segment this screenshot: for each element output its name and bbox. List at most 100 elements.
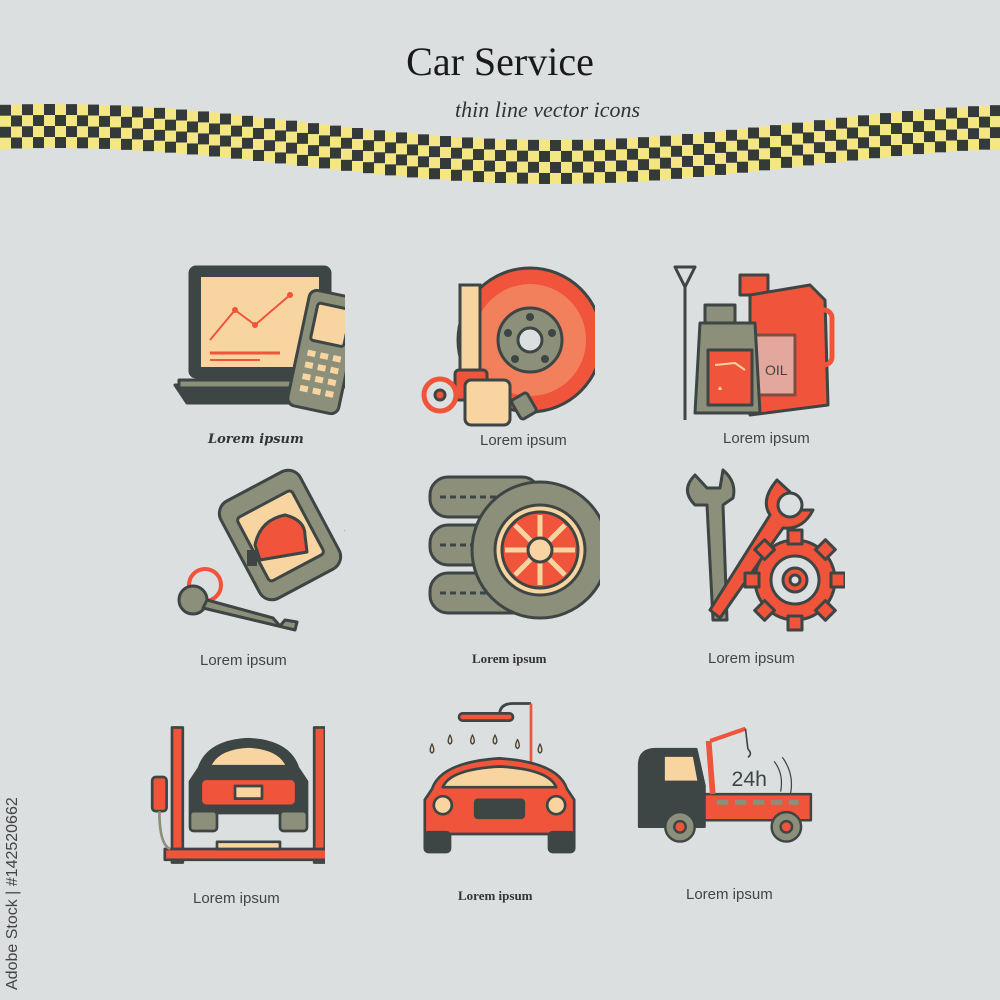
checker-cell xyxy=(825,129,836,141)
checker-cell xyxy=(44,137,55,149)
checker-cell xyxy=(22,137,33,149)
checker-cell xyxy=(825,140,836,152)
checker-cell xyxy=(968,128,979,140)
checker-cell xyxy=(660,168,671,180)
checker-cell xyxy=(583,161,594,173)
checker-cell xyxy=(748,149,759,161)
checker-cell xyxy=(495,161,506,173)
checker-cell xyxy=(77,137,88,149)
checker-cell xyxy=(506,161,517,173)
checker-cell xyxy=(847,116,858,128)
checker-cell xyxy=(484,138,495,150)
checker-cell xyxy=(165,130,176,142)
checker-cell xyxy=(176,131,187,143)
checker-cell xyxy=(627,170,638,182)
checker-cell xyxy=(935,130,946,142)
checker-cell xyxy=(539,161,550,173)
checker-cell xyxy=(286,153,297,165)
checker-cell xyxy=(528,172,539,184)
checker-cell xyxy=(902,122,913,134)
checker-cell xyxy=(0,115,11,127)
checker-cell xyxy=(132,128,143,140)
checker-cell xyxy=(946,129,957,141)
checker-cell xyxy=(462,137,473,149)
tow-truck-icon: 24h xyxy=(637,726,813,843)
checker-cell xyxy=(616,171,627,183)
checker-cell xyxy=(737,161,748,173)
checker-cell xyxy=(836,128,847,140)
checker-cell xyxy=(924,109,935,121)
checker-cell xyxy=(385,164,396,176)
checker-cell xyxy=(220,146,231,158)
checker-cell xyxy=(396,154,407,166)
checker-cell xyxy=(561,161,572,173)
checker-cell xyxy=(594,172,605,184)
checker-cell xyxy=(792,144,803,156)
checker-cell xyxy=(77,104,88,116)
brake-disc-icon xyxy=(421,266,595,427)
checker-cell xyxy=(176,142,187,154)
checker-cell xyxy=(605,160,616,172)
checker-cell xyxy=(143,129,154,141)
checker-cell xyxy=(979,138,990,150)
checker-cell xyxy=(363,140,374,152)
checker-cell xyxy=(539,150,550,162)
checker-cell xyxy=(99,104,110,116)
checker-cell xyxy=(759,148,770,160)
checker-cell xyxy=(253,117,264,129)
checker-cell xyxy=(242,137,253,149)
checker-cell xyxy=(605,149,616,161)
checker-cell xyxy=(429,168,440,180)
checker-cell xyxy=(660,135,671,147)
checker-cell xyxy=(319,157,330,169)
checker-cell xyxy=(407,166,418,178)
checker-cell xyxy=(638,137,649,149)
checker-cell xyxy=(594,139,605,151)
checker-cell xyxy=(803,121,814,133)
checker-cell xyxy=(286,120,297,132)
checker-cell xyxy=(671,156,682,168)
checker-cell xyxy=(572,161,583,173)
checker-cell xyxy=(88,115,99,127)
checker-cell xyxy=(770,158,781,170)
checker-cell xyxy=(715,130,726,142)
checker-cell xyxy=(550,150,561,162)
checker-cell xyxy=(231,114,242,126)
checker-cell xyxy=(847,149,858,161)
checker-cell xyxy=(616,149,627,161)
checker-cell xyxy=(429,146,440,158)
checker-cell xyxy=(649,169,660,181)
checker-cell xyxy=(462,148,473,160)
checker-cell xyxy=(649,136,660,148)
checker-cell xyxy=(55,115,66,127)
checkered-flag-stripe xyxy=(0,104,1000,184)
checker-cell xyxy=(979,105,990,117)
checker-cell xyxy=(319,135,330,147)
checker-cell xyxy=(814,120,825,132)
checker-cell xyxy=(781,145,792,157)
checker-cell xyxy=(979,116,990,128)
checker-cell xyxy=(781,134,792,146)
checker-cell xyxy=(792,155,803,167)
checker-cell xyxy=(297,154,308,166)
car-lift-icon xyxy=(150,726,325,864)
checker-cell xyxy=(803,154,814,166)
checker-cell xyxy=(484,171,495,183)
checker-cell xyxy=(418,145,429,157)
checker-cell xyxy=(825,118,836,130)
checker-cell xyxy=(396,132,407,144)
checker-cell xyxy=(187,121,198,133)
car-wash-icon xyxy=(423,702,576,854)
checker-cell xyxy=(220,113,231,125)
checker-cell xyxy=(891,123,902,135)
oil-label: Lorem ipsum xyxy=(723,430,810,447)
checker-cell xyxy=(649,158,660,170)
checker-cell xyxy=(759,126,770,138)
checker-cell xyxy=(385,131,396,143)
checker-cell xyxy=(374,163,385,175)
checker-cell xyxy=(968,117,979,129)
24h-text: 24h xyxy=(732,767,767,791)
checker-cell xyxy=(429,157,440,169)
checker-cell xyxy=(374,130,385,142)
checker-cell xyxy=(330,136,341,148)
